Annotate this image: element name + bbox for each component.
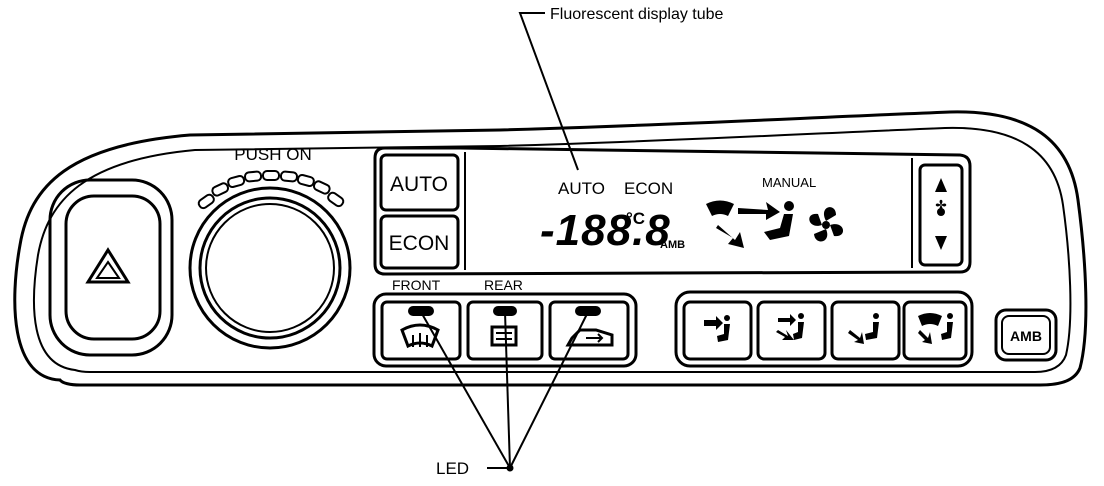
foot-defrost-button[interactable] bbox=[902, 300, 968, 361]
display-manual: MANUAL bbox=[762, 175, 816, 190]
auto-button[interactable]: AUTO bbox=[379, 153, 460, 212]
airflow-group-frame bbox=[674, 290, 974, 368]
face-arrow-indicator-icon bbox=[738, 202, 780, 220]
bilevel-icon bbox=[776, 313, 804, 340]
defroster-group-frame bbox=[372, 292, 638, 368]
display-temp-unit: °C bbox=[626, 209, 645, 228]
foot-defrost-icon bbox=[918, 313, 953, 344]
display-housing bbox=[373, 146, 972, 276]
face-vent-icon bbox=[704, 315, 730, 342]
face-vent-button[interactable] bbox=[682, 300, 753, 361]
display-mode-auto: AUTO bbox=[558, 179, 605, 198]
econ-button-label: ECON bbox=[389, 232, 450, 255]
rear-defrost-button[interactable] bbox=[466, 300, 544, 361]
display-tube-callout-label: Fluorescent display tube bbox=[550, 6, 724, 23]
rear-label: REAR bbox=[484, 277, 523, 293]
panel-outline bbox=[13, 110, 1088, 387]
rear-defrost-led bbox=[493, 306, 517, 316]
hazard-triangle-icon bbox=[85, 247, 131, 284]
display-temperature: -188.8 bbox=[540, 206, 671, 255]
amb-button-label: AMB bbox=[1010, 328, 1042, 344]
auto-button-label: AUTO bbox=[390, 173, 448, 196]
bilevel-button[interactable] bbox=[756, 300, 827, 361]
fan-speed-button[interactable] bbox=[918, 163, 964, 267]
foot-icon bbox=[848, 313, 879, 344]
led-callout-label: LED bbox=[436, 459, 469, 478]
econ-button[interactable]: ECON bbox=[379, 214, 460, 270]
display-amb: AMB bbox=[660, 239, 685, 251]
recirculation-button[interactable] bbox=[548, 300, 630, 361]
display-mode-econ: ECON bbox=[624, 179, 673, 198]
led-callout bbox=[420, 311, 589, 472]
fan-icon bbox=[809, 207, 844, 242]
seat-person-indicator-icon bbox=[764, 201, 794, 240]
temperature-knob[interactable]: PUSH ON bbox=[188, 145, 352, 350]
knob-indicator-leds bbox=[197, 170, 345, 210]
foot-arrow-indicator-icon bbox=[716, 225, 744, 248]
amb-button[interactable]: AMB bbox=[994, 308, 1058, 362]
recirculation-led bbox=[575, 306, 601, 316]
fluorescent-display: AUTO ECON MANUAL -188.8 °C AMB bbox=[540, 175, 844, 255]
display-airflow-icons bbox=[706, 200, 844, 248]
front-defrost-button[interactable] bbox=[380, 300, 462, 361]
knob-label: PUSH ON bbox=[234, 145, 311, 164]
front-defrost-led bbox=[408, 306, 434, 316]
display-tube-callout: Fluorescent display tube bbox=[518, 6, 724, 171]
hazard-button[interactable] bbox=[48, 178, 174, 357]
front-label: FRONT bbox=[392, 277, 441, 293]
front-defrost-icon bbox=[400, 323, 440, 349]
defrost-indicator-icon bbox=[706, 200, 734, 216]
foot-button[interactable] bbox=[830, 300, 901, 361]
rear-defrost-icon bbox=[490, 325, 518, 347]
fan-speed-updown-icon bbox=[935, 178, 947, 250]
recirculation-icon bbox=[565, 328, 614, 347]
